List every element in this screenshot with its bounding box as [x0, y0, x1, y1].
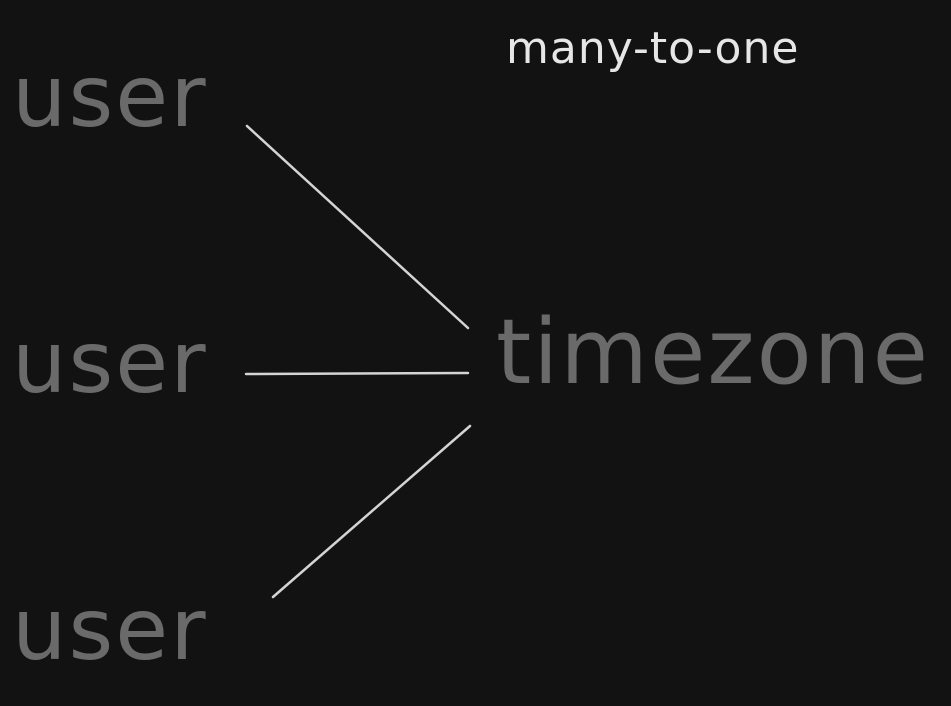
user-node-1: user [12, 47, 208, 147]
edge-user-3-to-timezone [271, 424, 472, 599]
timezone-node: timezone [496, 300, 931, 405]
user-node-2: user [12, 313, 208, 413]
edge-user-2-to-timezone [244, 371, 470, 376]
edge-user-1-to-timezone [245, 124, 470, 330]
diagram-title: many-to-one [506, 23, 800, 74]
user-node-3: user [12, 580, 208, 680]
